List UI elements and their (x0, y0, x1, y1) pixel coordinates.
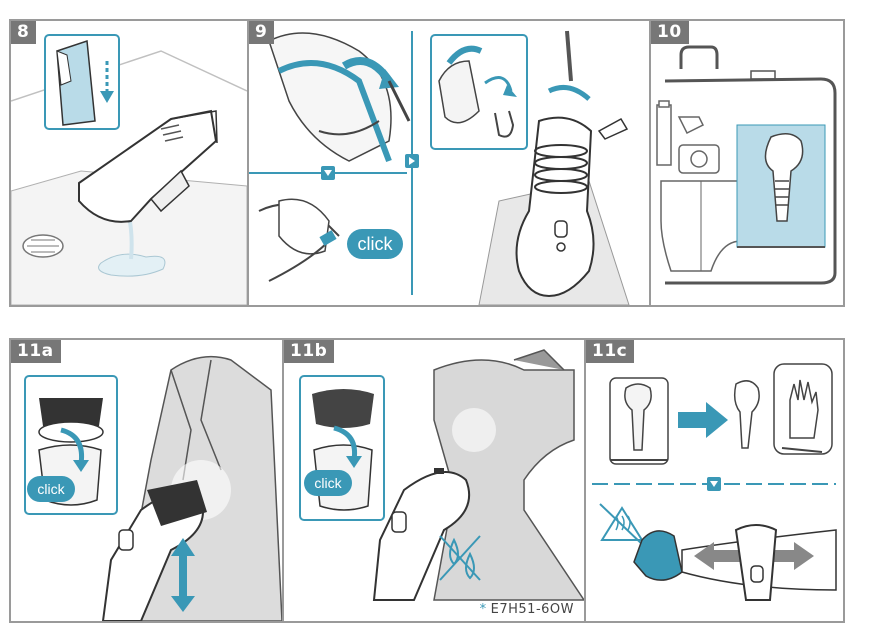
plug-icon (597, 117, 629, 140)
step-10-illustration (656, 45, 837, 285)
hook-inset (430, 34, 528, 150)
step-11c-label: 11c (586, 340, 635, 363)
arrow-icon (333, 425, 358, 461)
model-code-star: * (479, 602, 487, 617)
divider (247, 21, 249, 305)
divider (282, 340, 284, 621)
step-11c-panel: 11c (586, 340, 843, 621)
model-code-text: E7H51-6OW (490, 602, 574, 617)
arrow-icon (60, 427, 85, 465)
arrow-icon (484, 76, 513, 92)
click-badge (304, 470, 352, 496)
step-11b-panel: 11b (284, 340, 584, 621)
step-11b-label: 11b (284, 340, 335, 363)
cord-click-scene (258, 198, 340, 282)
steamer-with-brush (101, 480, 207, 621)
steamer-pouch (609, 377, 669, 465)
step-11b-inset (299, 375, 385, 521)
step-8-panel: 8 (11, 21, 247, 305)
no-water-icon (439, 535, 481, 581)
divider (584, 340, 586, 621)
steamer-head (734, 524, 778, 601)
steamer-hanging (478, 30, 630, 305)
instruction-row-top: 8 (9, 19, 845, 307)
step-9-panel: 9 click (249, 21, 649, 305)
glove-icon (773, 363, 833, 455)
step-11a-illustration: click (24, 355, 282, 621)
step-10-label: 10 (651, 21, 689, 44)
steamer (733, 380, 760, 449)
step-9-illustration: click (249, 30, 630, 305)
step-8-inset (44, 34, 120, 130)
drain-icon (22, 234, 64, 258)
packed-items (656, 100, 742, 272)
cord-wrap-scene (268, 32, 411, 163)
step-8-illustration (11, 34, 247, 305)
dress (433, 349, 584, 601)
step-11b-illustration: click (299, 349, 584, 601)
step-10-panel: 10 (651, 21, 843, 305)
step-11a-label: 11a (11, 340, 61, 363)
instruction-row-bottom: 11a (9, 338, 845, 623)
step-9-label: 9 (249, 21, 275, 44)
click-badge (347, 229, 403, 259)
arrow-right-icon (678, 402, 728, 438)
steamer-pouch (736, 124, 826, 248)
step-8-label: 8 (11, 21, 37, 44)
click-label-11a: click (37, 481, 65, 497)
model-code: *E7H51-6OW (480, 602, 574, 617)
camera-icon (678, 144, 720, 174)
click-label-11b: click (314, 475, 342, 491)
click-badge (27, 476, 75, 502)
suitcase-icon (664, 45, 837, 285)
click-label-9: click (358, 234, 394, 254)
water-tank (78, 109, 218, 223)
hot-surface-warning-icon (599, 503, 645, 547)
steamer-hand (372, 468, 471, 601)
divider (649, 21, 651, 305)
up-down-arrow-icon (171, 538, 195, 612)
arrow-down-icon (100, 61, 114, 103)
step-11a-panel: 11a (11, 340, 282, 621)
step-11c-illustration (592, 363, 837, 601)
charger-icon (677, 116, 705, 135)
